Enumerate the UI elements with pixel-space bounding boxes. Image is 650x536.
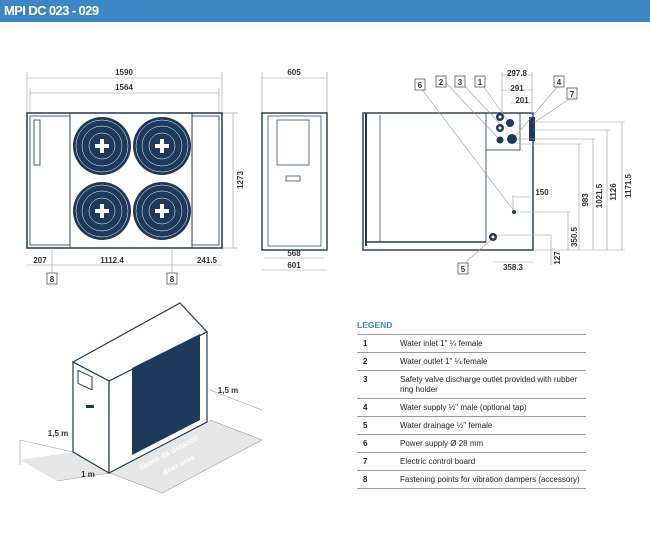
fan-icon <box>72 116 132 176</box>
legend-row: 3 Safety valve discharge outlet provided … <box>357 371 586 399</box>
clearance-label: 1,5 m <box>48 429 68 438</box>
legend-text: Power supply Ø 28 mm <box>400 439 484 448</box>
dim-label: 350.5 <box>570 226 579 247</box>
dim-label: 1564 <box>115 83 133 92</box>
dim-label: 1126 <box>609 183 618 201</box>
dim-label: 127 <box>553 251 562 265</box>
legend-text: Fastening points for vibration dampers (… <box>400 475 580 484</box>
marker-label: 8 <box>50 275 55 284</box>
dim-label: 201 <box>515 96 529 105</box>
marker-label: 3 <box>458 78 463 87</box>
legend-text: Electric control board <box>400 457 476 466</box>
legend-text: Water supply ½" male (optional tap) <box>400 403 527 412</box>
dim-label: 1171.5 <box>624 173 633 198</box>
fan-icon <box>72 181 132 241</box>
marker-label: 6 <box>418 81 423 90</box>
fan-icon <box>132 181 192 241</box>
legend-row: 6 Power supply Ø 28 mm <box>357 435 586 453</box>
legend-number: 4 <box>363 403 368 412</box>
dim-label: 568 <box>287 249 301 258</box>
dim-label: 1021.5 <box>595 183 604 208</box>
legend-number: 2 <box>363 357 368 366</box>
legend-table: LEGEND 1 Water inlet 1" ¼ female 2 Water o… <box>357 320 586 489</box>
marker-label: 4 <box>557 78 562 87</box>
dim-label: 207 <box>33 256 47 265</box>
legend-text: Water inlet 1" ¼ female <box>400 339 483 348</box>
dim-label: 241.5 <box>197 256 218 265</box>
marker-label: 1 <box>478 78 483 87</box>
legend-row: 5 Water drainage ½" female <box>357 417 586 435</box>
dim-label: 605 <box>287 68 301 77</box>
dim-label: 297.8 <box>507 69 528 78</box>
legend-text: Water outlet 1" ¼ female <box>400 357 488 366</box>
marker-label: 5 <box>461 265 466 274</box>
dim-label: 983 <box>581 193 590 207</box>
clearance-label: 1,5 m <box>218 386 238 395</box>
legend-number: 5 <box>363 421 368 430</box>
dim-label: 358.3 <box>503 263 524 272</box>
front-view <box>26 72 238 272</box>
rear-connections <box>489 113 517 241</box>
side-view <box>261 72 328 271</box>
legend-row: 1 Water inlet 1" ¼ female <box>357 335 586 353</box>
legend-text: Safety valve discharge outlet provided w… <box>400 375 577 394</box>
dim-label: 291 <box>510 84 524 93</box>
isometric-view <box>19 302 263 494</box>
legend-number: 6 <box>363 439 368 448</box>
marker-label: 8 <box>170 275 175 284</box>
legend-number: 1 <box>363 339 368 348</box>
marker-label: 2 <box>439 78 444 87</box>
fan-icon <box>132 116 192 176</box>
legend-number: 7 <box>363 457 368 466</box>
legend-row: 4 Water supply ½" male (optional tap) <box>357 399 586 417</box>
dim-label: 150 <box>535 188 549 197</box>
dim-label: 1590 <box>115 68 133 77</box>
dim-label: 1112.4 <box>100 256 124 265</box>
legend-row: 2 Water outlet 1" ¼ female <box>357 353 586 371</box>
legend-number: 3 <box>363 375 368 384</box>
legend-row: 7 Electric control board <box>357 453 586 471</box>
legend-text: Water drainage ½" female <box>400 421 493 430</box>
clearance-label: 1 m <box>81 470 95 479</box>
legend-row: 8 Fastening points for vibration dampers … <box>357 471 586 489</box>
dim-label: 601 <box>287 261 301 270</box>
marker-label: 7 <box>570 90 575 99</box>
rear-view <box>362 72 625 265</box>
page-title: MPI DC 023 - 029 <box>4 3 99 18</box>
header-bar: MPI DC 023 - 029 <box>0 0 650 22</box>
legend-title: LEGEND <box>357 320 586 335</box>
legend-number: 8 <box>363 475 368 484</box>
dim-label: 1273 <box>236 171 245 189</box>
